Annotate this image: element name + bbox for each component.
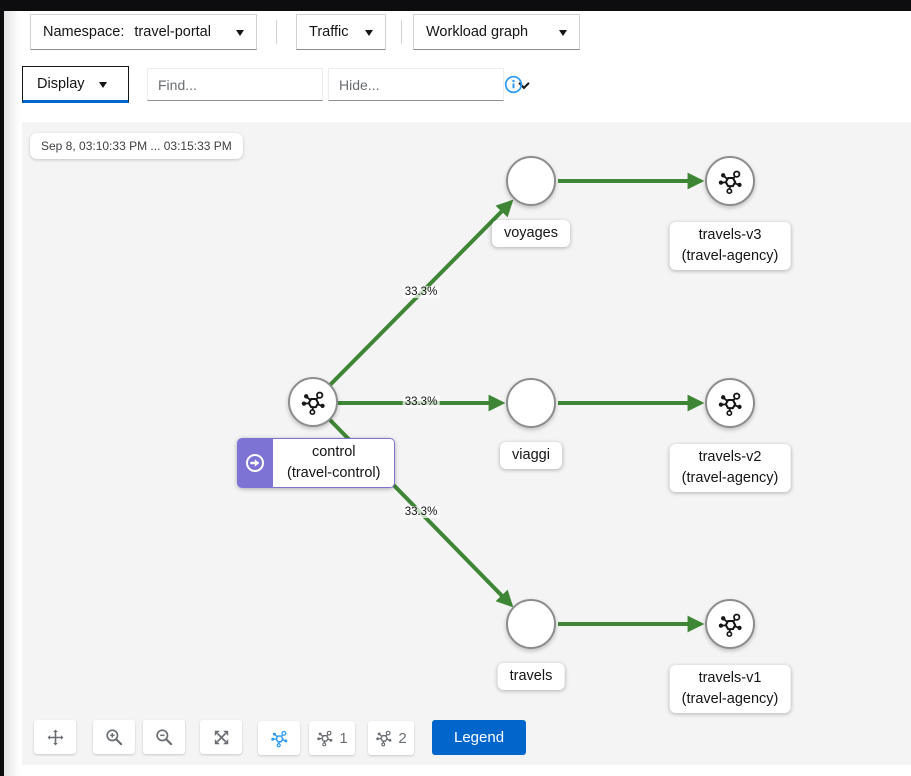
graph-canvas[interactable]: Sep 8, 03:10:33 PM ... 03:15:33 PM 33.3%… <box>22 122 911 765</box>
node-name: travels-v1 <box>698 670 762 686</box>
traffic-dropdown[interactable]: Traffic <box>296 14 386 50</box>
workload-mesh-icon <box>717 168 744 195</box>
node-name: travels-v2 <box>698 449 762 465</box>
workload-mesh-icon <box>300 389 327 416</box>
mesh-graph-icon <box>316 729 334 747</box>
node-label-travels-v1[interactable]: travels-v1 (travel-agency) <box>669 665 791 713</box>
edge-label[interactable]: 33.3% <box>402 506 440 518</box>
node-namespace: (travel-agency) <box>681 248 779 264</box>
node-travels-v1[interactable] <box>705 599 755 649</box>
node-name: travels-v3 <box>698 227 762 243</box>
workload-mesh-icon <box>717 390 744 417</box>
legend-button[interactable]: Legend <box>432 720 527 755</box>
mesh-graph-icon <box>375 729 393 747</box>
node-voyages[interactable] <box>506 156 556 206</box>
node-label-text: control (travel-control) <box>273 438 396 488</box>
traffic-label: Traffic <box>309 24 349 40</box>
hide-input[interactable] <box>329 69 520 100</box>
graph-time-range: Sep 8, 03:10:33 PM ... 03:15:33 PM <box>30 133 243 159</box>
zoom-in-button[interactable] <box>93 720 135 754</box>
node-travels-v2[interactable] <box>705 378 755 428</box>
toolbar-separator <box>276 20 277 44</box>
node-control[interactable] <box>288 377 338 427</box>
node-namespace: (travel-agency) <box>681 691 779 707</box>
display-dropdown[interactable]: Display <box>22 66 129 103</box>
namespace-label: Namespace: <box>43 24 125 40</box>
graph-layout-1-button[interactable]: 1 <box>309 721 355 755</box>
find-input[interactable] <box>148 69 339 100</box>
zoom-out-button[interactable] <box>143 720 185 754</box>
pan-tool-button[interactable] <box>34 720 76 754</box>
toolbar-separator <box>401 20 402 44</box>
node-namespace: (travel-agency) <box>681 470 779 486</box>
edge-label[interactable]: 33.3% <box>402 286 440 298</box>
zoom-in-icon <box>104 727 124 747</box>
expand-arrows-icon <box>212 728 231 747</box>
find-hide-help-icon[interactable] <box>504 75 523 99</box>
arrow-circle-right-icon <box>246 454 264 472</box>
node-label-travels-v2[interactable]: travels-v2 (travel-agency) <box>669 444 791 492</box>
mesh-graph-icon <box>270 729 289 748</box>
caret-down-icon <box>236 30 244 40</box>
caret-down-icon <box>365 30 373 40</box>
workload-mesh-icon <box>717 611 744 638</box>
caret-down-icon <box>559 30 567 40</box>
caret-down-icon <box>98 81 107 92</box>
find-group <box>147 68 349 101</box>
hide-group <box>328 68 530 101</box>
layout-number: 2 <box>398 729 407 747</box>
graph-layout-2-button[interactable]: 2 <box>368 721 414 755</box>
graph-type-value: Workload graph <box>426 24 529 40</box>
fit-to-screen-button[interactable] <box>200 720 242 754</box>
node-name: control <box>311 444 356 460</box>
node-label-viaggi[interactable]: viaggi <box>500 442 562 469</box>
graph-layout-default-button[interactable] <box>258 721 300 755</box>
edge-label[interactable]: 33.3% <box>402 396 440 408</box>
traffic-root-badge <box>237 438 273 488</box>
node-label-voyages[interactable]: voyages <box>491 220 571 247</box>
node-label-travels[interactable]: travels <box>497 663 565 690</box>
namespace-dropdown[interactable]: Namespace: travel-portal <box>30 14 257 50</box>
namespace-value: travel-portal <box>134 24 211 40</box>
node-label-control[interactable]: control (travel-control) <box>237 438 396 488</box>
move-icon <box>46 728 65 747</box>
node-viaggi[interactable] <box>506 378 556 428</box>
node-travels-v3[interactable] <box>705 156 755 206</box>
display-label: Display <box>37 75 85 92</box>
node-travels[interactable] <box>506 599 556 649</box>
node-namespace: (travel-control) <box>287 465 381 481</box>
page-content: Namespace: travel-portal Traffic Workloa… <box>4 11 911 776</box>
zoom-out-icon <box>154 727 174 747</box>
graph-type-dropdown[interactable]: Workload graph <box>413 14 580 50</box>
node-label-travels-v3[interactable]: travels-v3 (travel-agency) <box>669 222 791 270</box>
layout-number: 1 <box>339 729 348 747</box>
